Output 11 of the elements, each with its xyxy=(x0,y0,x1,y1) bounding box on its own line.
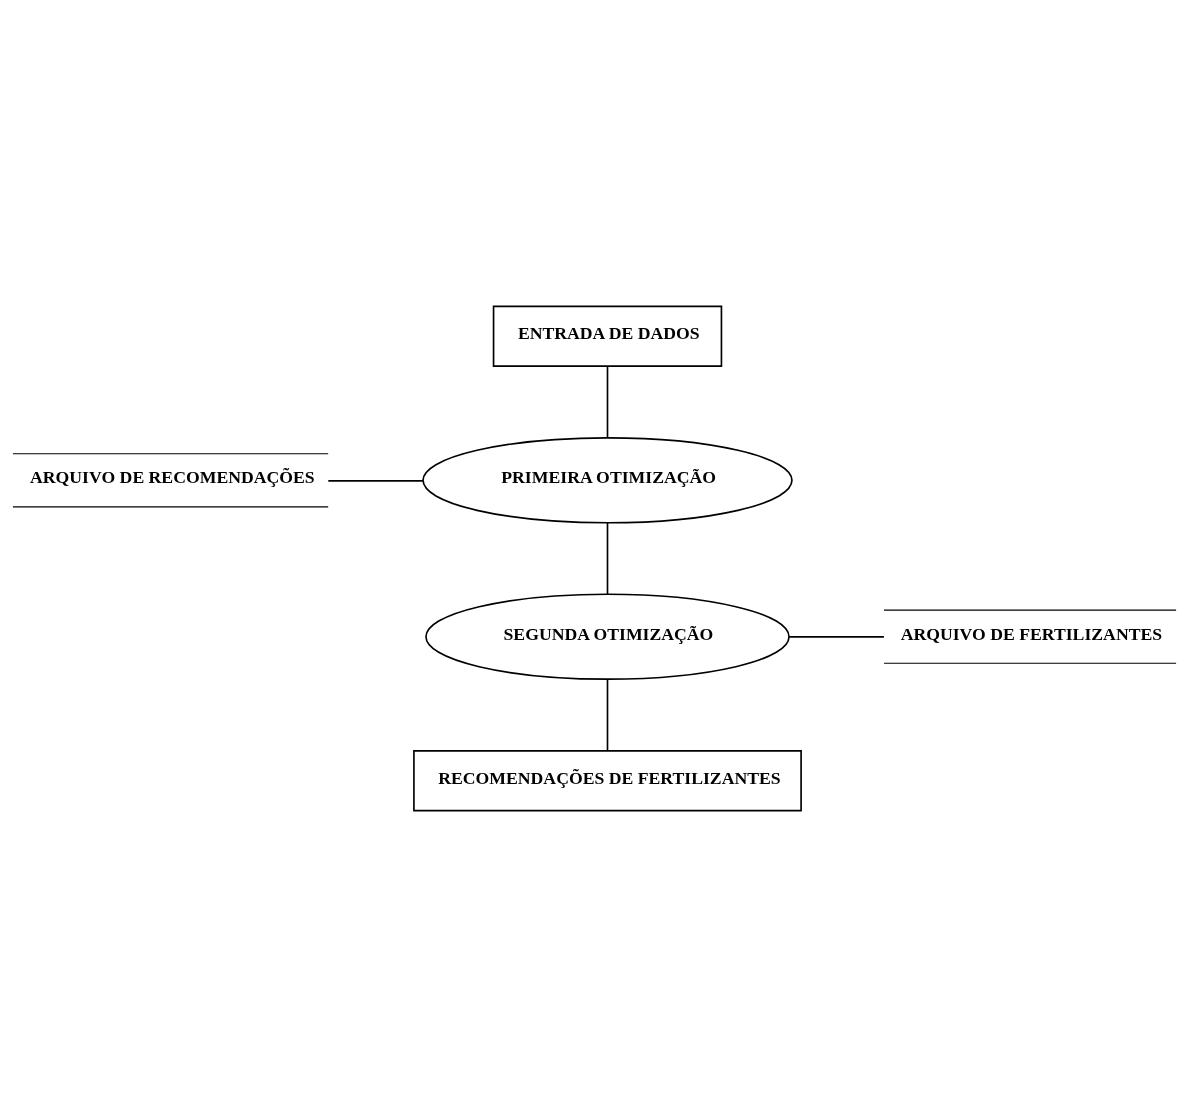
node-text: ARQUIVO DE FERTILIZANTES xyxy=(900,623,1163,644)
connector xyxy=(606,365,609,439)
connector xyxy=(327,480,424,482)
node-ellipse: PRIMEIRA OTIMIZAÇÃO xyxy=(422,437,793,524)
node-box: ENTRADA DE DADOS xyxy=(492,305,723,367)
node-text: ARQUIVO DE RECOMENDAÇÕES xyxy=(30,467,315,488)
connector xyxy=(788,636,885,638)
connector xyxy=(606,521,609,596)
node-ellipse: SEGUNDA OTIMIZAÇÃO xyxy=(425,593,790,680)
node-box: RECOMENDAÇÕES DE FERTILIZANTES xyxy=(413,750,802,812)
connector xyxy=(606,678,609,752)
